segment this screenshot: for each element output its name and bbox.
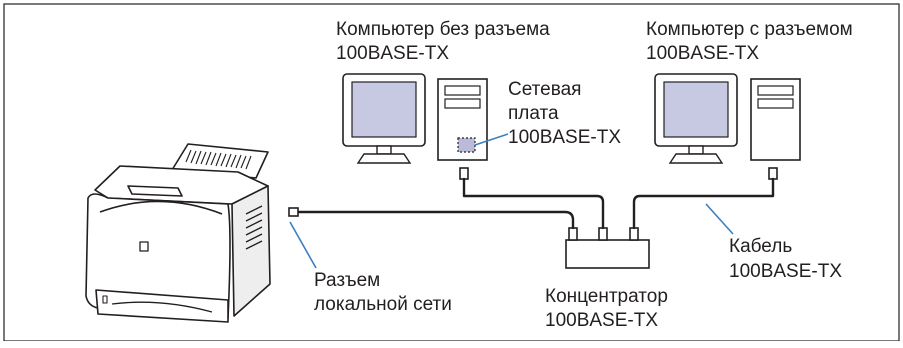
cables xyxy=(296,177,775,230)
label-pc-right-1: Компьютер с разъемом xyxy=(646,19,853,40)
cable-pointer xyxy=(705,203,734,235)
lan-plug xyxy=(288,207,299,217)
label-nic-3: 100BASE-TX xyxy=(508,127,621,148)
label-lan-2: локальной сети xyxy=(314,294,452,315)
label-cable-1: Кабель xyxy=(729,236,793,257)
cable-right-pc xyxy=(632,177,775,230)
label-hub-1: Концентратор xyxy=(545,286,668,307)
computer-left xyxy=(342,73,488,180)
lan-pointer xyxy=(289,221,317,269)
label-nic-2: плата xyxy=(508,103,559,124)
label-cable-2: 100BASE-TX xyxy=(729,261,842,282)
computer-right xyxy=(654,73,801,180)
cable-left-pc xyxy=(462,177,605,230)
label-nic-1: Сетевая xyxy=(508,79,582,100)
nic-pointer xyxy=(474,133,509,146)
label-hub-2: 100BASE-TX xyxy=(545,310,658,331)
printer xyxy=(85,143,271,323)
hub xyxy=(565,227,650,269)
right-monitor-screen xyxy=(663,81,729,138)
network-card xyxy=(457,137,476,153)
label-pc-left-1: Компьютер без разъема xyxy=(336,19,550,40)
cable-printer xyxy=(296,210,575,230)
left-monitor-screen xyxy=(351,81,417,138)
label-pc-right-2: 100BASE-TX xyxy=(646,43,759,64)
label-lan-1: Разъем xyxy=(314,270,381,291)
label-pc-left-2: 100BASE-TX xyxy=(336,43,449,64)
